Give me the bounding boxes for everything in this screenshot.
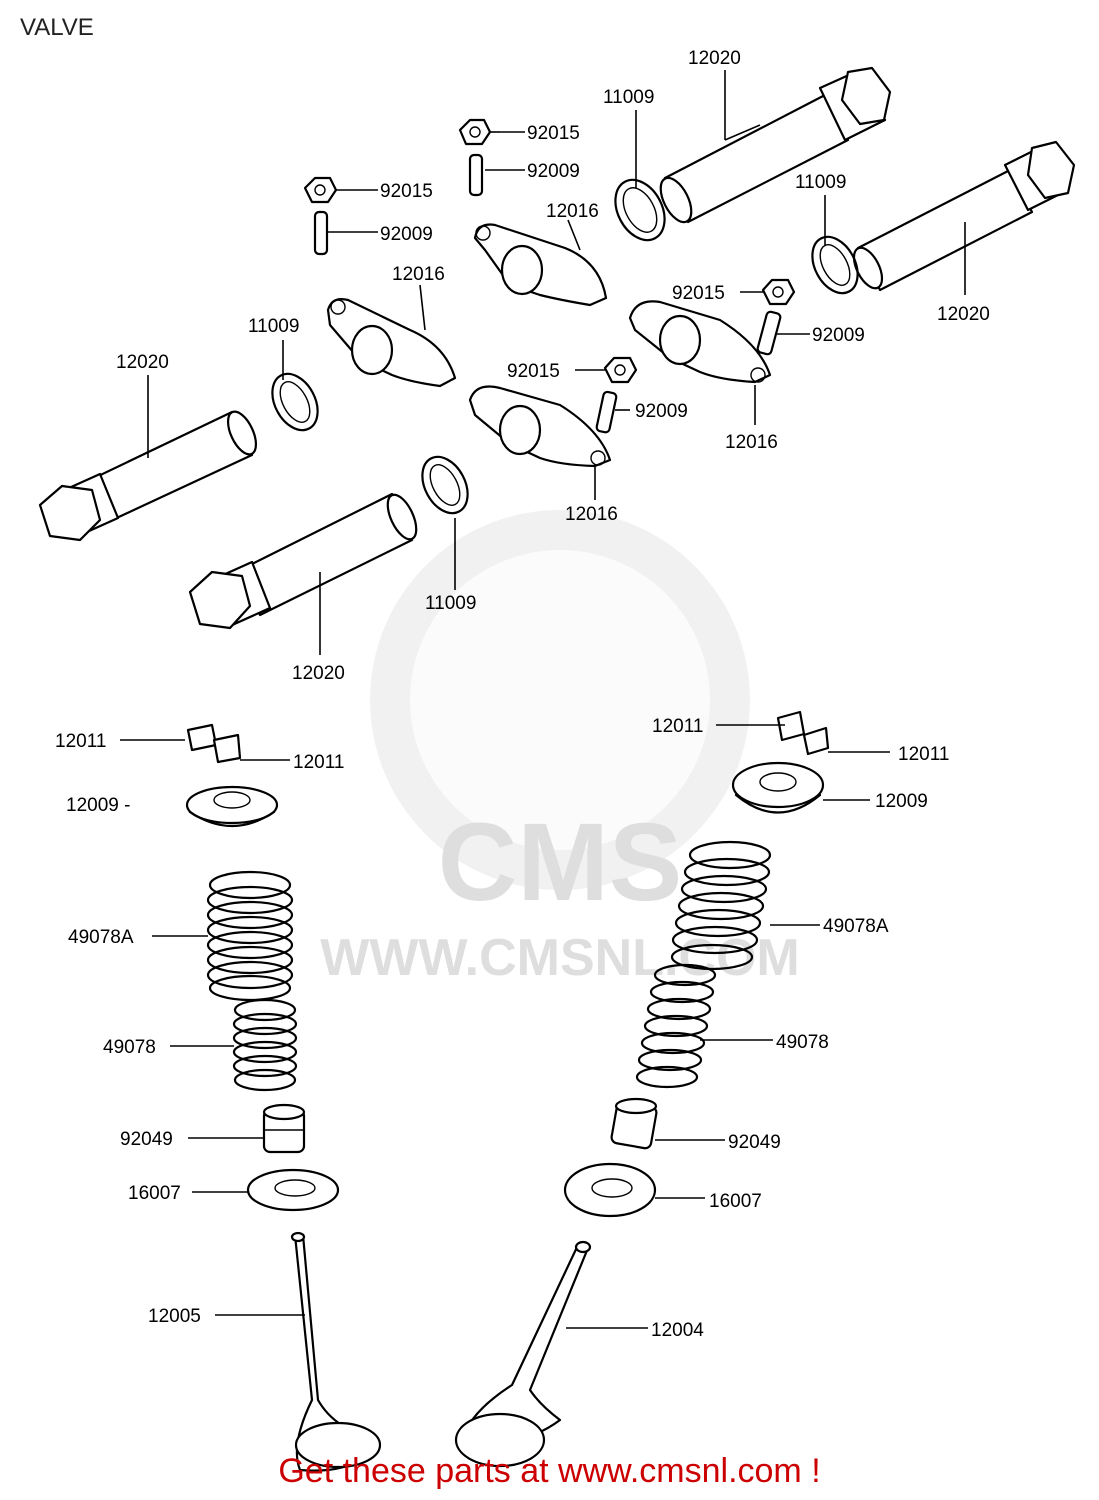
watermark-cms-text: CMS: [438, 801, 682, 924]
o-ring-right: [811, 235, 859, 295]
label-12005: 12005: [148, 1306, 201, 1327]
label-12009: 12009 -: [66, 795, 130, 816]
locknut-left: [303, 176, 338, 204]
label-11009: 11009: [425, 593, 476, 614]
retainer-right: [731, 761, 825, 814]
label-92015: 92015: [507, 361, 560, 382]
rocker-arm-left: [326, 298, 457, 388]
stem-seal-right: [610, 1097, 658, 1150]
adjusting-screw-center: [595, 390, 618, 434]
adjusting-screw-top-center: [468, 153, 484, 197]
rocker-arm-right: [628, 300, 772, 384]
adjusting-screw-right: [756, 310, 782, 356]
label-12009: 12009: [875, 791, 928, 812]
label-12020: 12020: [116, 352, 169, 373]
label-92009: 92009: [527, 161, 580, 182]
label-12016: 12016: [546, 201, 599, 222]
cotter-left: [186, 723, 242, 764]
locknut-top-center: [458, 118, 492, 146]
label-92015: 92015: [527, 123, 580, 144]
rocker-arm-center: [468, 385, 612, 468]
label-12011: 12011: [293, 752, 344, 773]
stem-seal-left: [262, 1103, 306, 1154]
valve-left: [290, 1231, 382, 1472]
watermark-url-text: WWW.CMSNL.COM: [320, 929, 799, 987]
label-92015: 92015: [672, 283, 725, 304]
label-92009: 92009: [380, 224, 433, 245]
rocker-shaft-top-right: [852, 140, 1076, 292]
label-92009: 92009: [812, 325, 865, 346]
label-12004: 12004: [651, 1320, 704, 1341]
label-12011: 12011: [652, 716, 703, 737]
outer-spring-left: [206, 870, 294, 1002]
label-49078A: 49078A: [68, 927, 134, 948]
label-12016: 12016: [392, 264, 445, 285]
label-12011: 12011: [55, 731, 106, 752]
valve-right: [454, 1240, 592, 1468]
label-12020: 12020: [688, 48, 741, 69]
label-92049: 92049: [728, 1132, 781, 1153]
o-ring-left: [271, 372, 319, 432]
label-49078: 49078: [776, 1032, 829, 1053]
adjusting-screw-left: [313, 210, 329, 256]
o-ring-top-center: [614, 178, 666, 242]
label-49078A: 49078A: [823, 916, 889, 937]
label-49078: 49078: [103, 1037, 156, 1058]
outer-spring-right: [670, 840, 772, 971]
label-11009: 11009: [248, 316, 299, 337]
promo-link[interactable]: Get these parts at www.cmsnl.com !: [278, 1452, 821, 1490]
inner-spring-left: [232, 998, 298, 1092]
rocker-arm-top-center: [473, 223, 608, 307]
label-12016: 12016: [565, 504, 618, 525]
inner-spring-right: [635, 963, 717, 1089]
cotter-right: [776, 710, 830, 756]
label-16007: 16007: [128, 1183, 181, 1204]
o-ring-center: [421, 455, 469, 515]
rocker-shaft-left-lower: [188, 492, 418, 630]
watermark-logo: CMS WWW.CMSNL.COM: [320, 510, 800, 987]
label-11009: 11009: [795, 172, 846, 193]
label-92009: 92009: [635, 401, 688, 422]
locknut-right: [761, 278, 796, 306]
label-92049: 92049: [120, 1129, 173, 1150]
label-11009: 11009: [603, 87, 654, 108]
label-12011: 12011: [898, 744, 949, 765]
page-title: VALVE: [20, 14, 94, 41]
label-92015: 92015: [380, 181, 433, 202]
rocker-shaft-left-upper: [38, 410, 258, 542]
label-12020: 12020: [937, 304, 990, 325]
label-12020: 12020: [292, 663, 345, 684]
label-12016: 12016: [725, 432, 778, 453]
rocker-shaft-top-center: [659, 66, 892, 224]
locknut-center: [603, 356, 638, 384]
spring-seat-left: [246, 1168, 340, 1212]
spring-seat-right: [563, 1162, 657, 1218]
retainer-left: [185, 785, 279, 828]
label-16007: 16007: [709, 1191, 762, 1212]
leader-lines: [120, 70, 966, 1329]
part-labels: 12020 11009 92015 92009 12016 92015 9200…: [55, 48, 990, 1341]
